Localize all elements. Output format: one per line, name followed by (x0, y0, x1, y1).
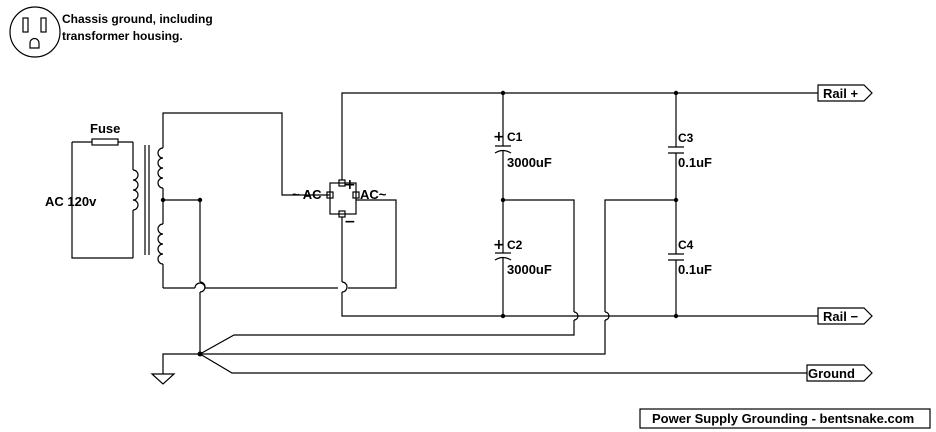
c2-ref: C2 (507, 238, 523, 252)
secondary-bottom-wire (163, 199, 397, 289)
source-label: AC 120v (45, 194, 97, 209)
secondary-lower-winding-icon (157, 223, 164, 265)
capacitor-c3-icon (668, 146, 684, 154)
bridge-plus-sign: + (344, 177, 356, 193)
c1-value: 3000uF (507, 155, 552, 170)
ground-tag: Ground (806, 364, 873, 382)
bridge-ac-right-label: AC~ (360, 187, 387, 202)
bridge-ac-left-label: ~ AC (292, 187, 322, 202)
secondary-top-wire (162, 112, 330, 196)
c3-ref: C3 (678, 131, 694, 145)
rail-minus-tag: Rail − (817, 307, 873, 325)
rail-minus-label: Rail − (823, 309, 858, 324)
chassis-ground-wire (162, 353, 200, 374)
c2-polarity: + (493, 237, 505, 253)
c3c4-ground-return (200, 320, 606, 355)
capacitor-c4-icon (668, 253, 684, 261)
c4-ref: C4 (678, 238, 694, 252)
outlet-icon (9, 6, 61, 58)
fuse-label: Fuse (90, 121, 120, 136)
c2-value: 3000uF (507, 262, 552, 277)
rail-plus-wire (341, 92, 818, 180)
rail-plus-label: Rail + (823, 86, 858, 101)
chassis-note-line1: Chassis ground, including (62, 12, 213, 26)
c4-value: 0.1uF (678, 262, 712, 277)
c1-ref: C1 (507, 130, 523, 144)
capacitor-c1-icon (494, 145, 512, 154)
chassis-note-line2: transformer housing. (62, 29, 183, 43)
c3-value: 0.1uF (678, 155, 712, 170)
capacitor-c2-icon (494, 252, 512, 261)
c1-polarity: + (493, 129, 505, 145)
center-tap-wire (163, 199, 201, 282)
rail-minus-wire (341, 217, 818, 317)
c1c2-ground-return (199, 320, 575, 355)
secondary-upper-winding-icon (157, 147, 164, 189)
credit-box (639, 408, 931, 429)
primary-winding-icon (132, 169, 139, 211)
ground-label: Ground (808, 366, 855, 381)
bridge-minus-sign: − (344, 214, 356, 230)
source-loop-wire (71, 142, 133, 259)
credit-text: Power Supply Grounding - bentsnake.com (652, 411, 914, 426)
ground-symbol-icon (150, 373, 176, 385)
fuse-icon (91, 138, 119, 146)
ground-output-wire (199, 353, 807, 374)
transformer-core-icon (144, 145, 150, 255)
rail-plus-tag: Rail + (817, 84, 873, 102)
